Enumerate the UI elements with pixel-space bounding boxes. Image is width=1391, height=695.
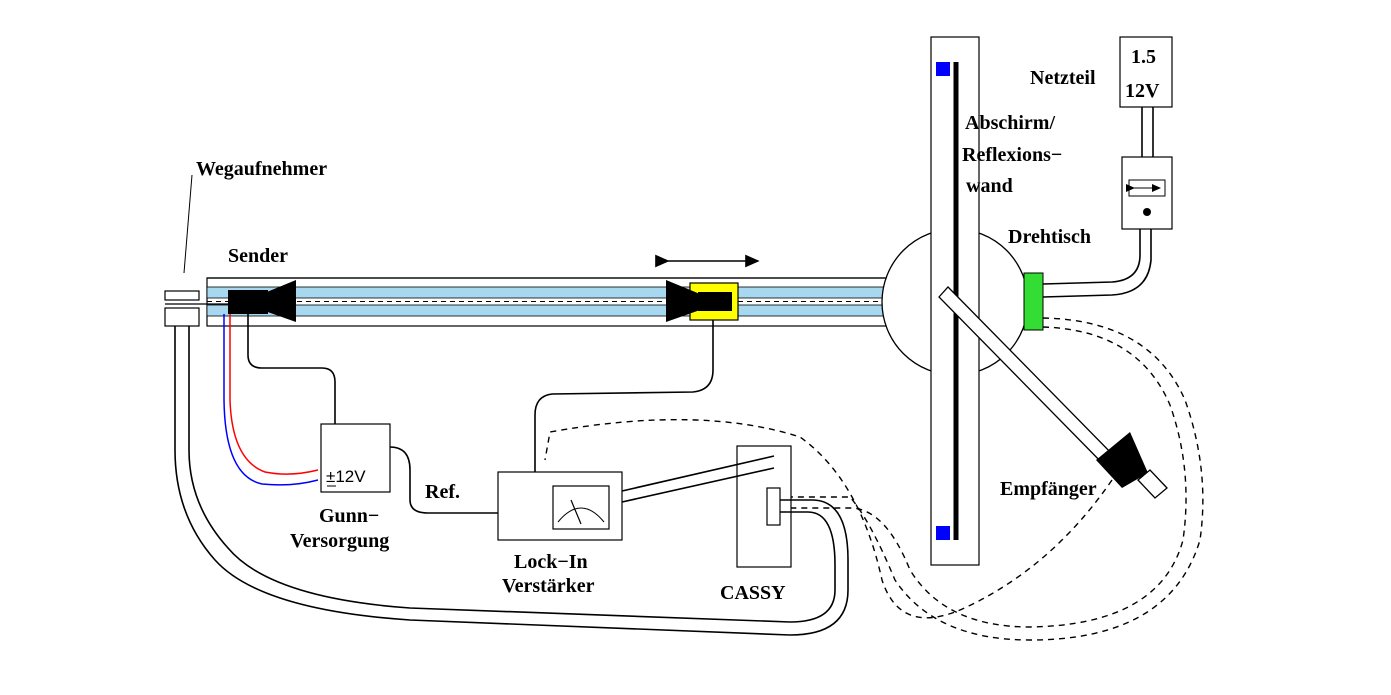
label-gunn-voltage: ±12V [326,467,366,486]
drehtisch-connector [1023,272,1044,331]
label-drehtisch: Drehtisch [1008,226,1091,248]
lockin-amplifier [497,471,623,541]
rail-lower [206,304,898,317]
cassy-box [736,445,792,568]
optical-bench [206,277,898,327]
label-cassy: CASSY [720,582,786,604]
wall-marker-top [936,62,950,76]
netzteil-box [1119,36,1173,108]
gunn-supply-box [320,423,391,493]
label-gunn-1: Gunn− [319,505,379,527]
label-ref: Ref. [425,481,460,503]
label-empfaenger: Empfänger [1000,478,1097,500]
label-netzteil: Netzteil [1030,67,1096,89]
label-netzteil-v1: 1.5 [1131,46,1156,68]
label-lockin-2: Verstärker [502,575,595,597]
label-abschirm-1: Abschirm/ [965,112,1055,134]
rail-upper [206,286,898,299]
label-abschirm-2: Reflexions− [962,144,1062,166]
switch-icon [1121,156,1173,230]
label-lockin-1: Lock−In [514,551,588,573]
label-netzteil-v2: 12V [1125,80,1160,102]
label-wegaufnehmer: Wegaufnehmer [196,158,327,180]
cables [174,107,1154,636]
label-sender: Sender [228,245,288,267]
dashed-cables [544,317,1204,641]
wegaufnehmer-sensor [164,174,228,327]
label-abschirm-3: wand [966,175,1013,197]
receiver-horn-icon [1096,432,1168,499]
sender-wires [223,314,319,486]
meter-icon [552,485,610,530]
wall-marker-bottom [936,526,950,540]
carriage [666,280,739,322]
label-gunn-2: Versorgung [290,530,389,552]
sender-horn-icon [228,280,296,322]
